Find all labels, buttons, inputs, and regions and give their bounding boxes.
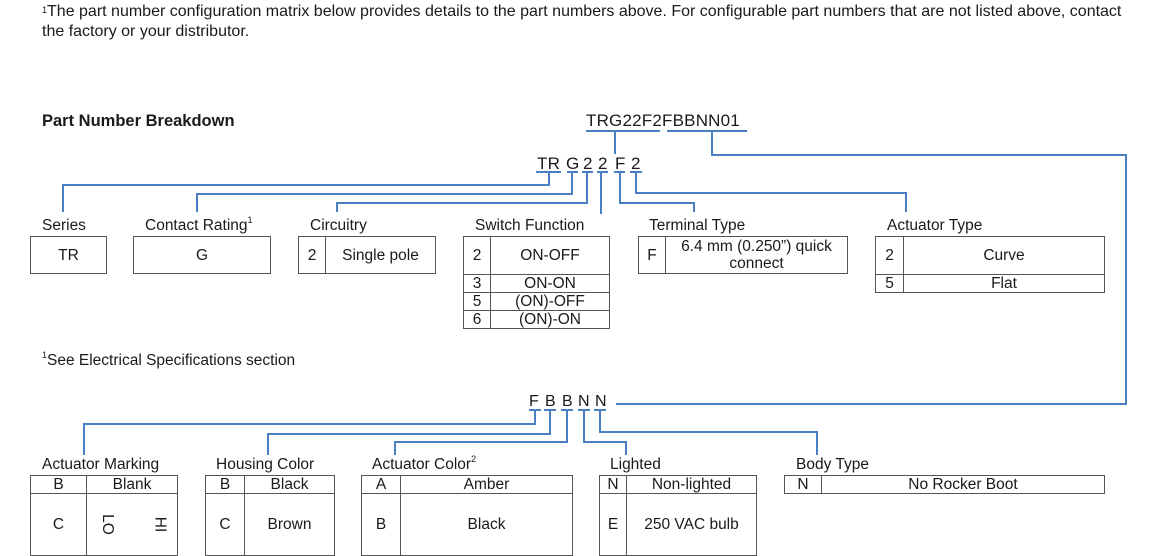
connector-contact-rating xyxy=(196,172,573,212)
table-contact-rating: G xyxy=(133,236,271,274)
connector-seg2 xyxy=(616,131,1127,405)
option-value-hi: HI xyxy=(136,493,179,556)
option-code: N xyxy=(784,475,822,494)
connector-actuator-marking xyxy=(83,410,536,455)
label-switch-function: Switch Function xyxy=(475,217,585,234)
table-body-type: N No Rocker Boot xyxy=(784,475,1105,494)
code-actuator-type: 2 xyxy=(631,154,641,173)
option-value: Black xyxy=(244,475,335,494)
label-terminal-type: Terminal Type xyxy=(649,217,746,234)
footnote-marker: 1 xyxy=(42,350,48,360)
option-value: ON-OFF xyxy=(490,236,610,275)
code-circuitry: 2 xyxy=(583,154,593,173)
option-value: Brown xyxy=(244,493,335,556)
connector-body-type xyxy=(599,410,818,455)
connector-housing-color xyxy=(267,410,551,455)
table-actuator-marking: B Blank C LO HI xyxy=(30,475,179,556)
option-value: (ON)-ON xyxy=(490,310,610,329)
option-value: 6.4 mm (0.250”) quick connect xyxy=(665,236,848,274)
note-marker: 1 xyxy=(42,5,48,15)
code-actuator-color: B xyxy=(562,393,573,410)
option-value: Single pole xyxy=(325,236,436,274)
code-actuator-marking: F xyxy=(529,393,539,410)
option-value: No Rocker Boot xyxy=(821,475,1105,494)
full-part-number: TRG22F2FBBNN01 xyxy=(586,111,740,130)
table-circuitry: 2 Single pole xyxy=(298,236,436,274)
label-lighted: Lighted xyxy=(610,456,661,473)
option-value: ON-ON xyxy=(490,274,610,293)
option-code: 3 xyxy=(463,274,491,293)
connector-series xyxy=(62,172,550,212)
option-code: 6 xyxy=(463,310,491,329)
label-contact-rating: Contact Rating1 xyxy=(145,215,253,234)
code-body-type: N xyxy=(595,393,607,410)
table-actuator-type: 2 Curve 5 Flat xyxy=(875,236,1105,293)
table-lighted: N Non-lighted E 250 VAC bulb xyxy=(599,475,757,556)
note-text: The part number configuration matrix bel… xyxy=(42,3,1122,40)
table-series: TR xyxy=(30,236,107,274)
option-value: 250 VAC bulb xyxy=(626,493,757,556)
option-code: C xyxy=(30,493,87,556)
footnote: 1See Electrical Specifications section xyxy=(42,350,296,370)
option-value: TR xyxy=(30,236,107,274)
option-value: Non-lighted xyxy=(626,475,757,494)
table-actuator-color: A Amber B Black xyxy=(361,475,573,556)
connector-actuator-type xyxy=(635,172,907,212)
option-code: F xyxy=(638,236,666,274)
connector-actuator-color xyxy=(394,410,568,455)
connector-terminal-type xyxy=(619,172,695,212)
table-housing-color: B Black C Brown xyxy=(205,475,335,556)
option-value: G xyxy=(133,236,271,274)
option-value: Flat xyxy=(903,274,1105,293)
option-code: 2 xyxy=(875,236,904,275)
option-value: Amber xyxy=(400,475,573,494)
table-switch-function: 2 ON-OFF 3 ON-ON 5 (ON)-OFF 6 (ON)-ON xyxy=(463,236,610,329)
label-circuitry: Circuitry xyxy=(310,217,367,234)
option-code: B xyxy=(30,475,87,494)
option-value-lo: LO xyxy=(86,493,137,556)
label-housing-color: Housing Color xyxy=(216,456,315,473)
option-code: 2 xyxy=(298,236,326,274)
option-code: 2 xyxy=(463,236,491,275)
option-value: Curve xyxy=(903,236,1105,275)
option-code: B xyxy=(361,493,401,556)
intro-note: 1The part number configuration matrix be… xyxy=(42,2,1122,42)
option-value: (ON)-OFF xyxy=(490,292,610,311)
code-switch-function: 2 xyxy=(598,154,608,173)
label-series: Series xyxy=(42,217,86,234)
code-lighted: N xyxy=(578,393,590,410)
table-terminal-type: F 6.4 mm (0.250”) quick connect xyxy=(638,236,848,274)
code-housing-color: B xyxy=(545,393,556,410)
label-actuator-color: Actuator Color2 xyxy=(372,454,477,473)
option-code: B xyxy=(205,475,245,494)
option-value: Black xyxy=(400,493,573,556)
option-code: 5 xyxy=(463,292,491,311)
label-actuator-marking: Actuator Marking xyxy=(42,456,160,473)
option-code: A xyxy=(361,475,401,494)
connector-circuitry xyxy=(336,172,588,212)
code-series: TR xyxy=(537,154,561,173)
section-heading: Part Number Breakdown xyxy=(42,112,235,130)
label-body-type: Body Type xyxy=(796,456,869,473)
option-code: C xyxy=(205,493,245,556)
option-code: N xyxy=(599,475,627,494)
option-code: 5 xyxy=(875,274,904,293)
code-contact-rating: G xyxy=(566,154,580,173)
label-actuator-type: Actuator Type xyxy=(887,217,983,234)
code-terminal-type: F xyxy=(615,154,626,173)
footnote-text: See Electrical Specifications section xyxy=(47,352,296,369)
connector-lighted xyxy=(583,410,627,455)
option-code: E xyxy=(599,493,627,556)
option-value: Blank xyxy=(86,475,178,494)
